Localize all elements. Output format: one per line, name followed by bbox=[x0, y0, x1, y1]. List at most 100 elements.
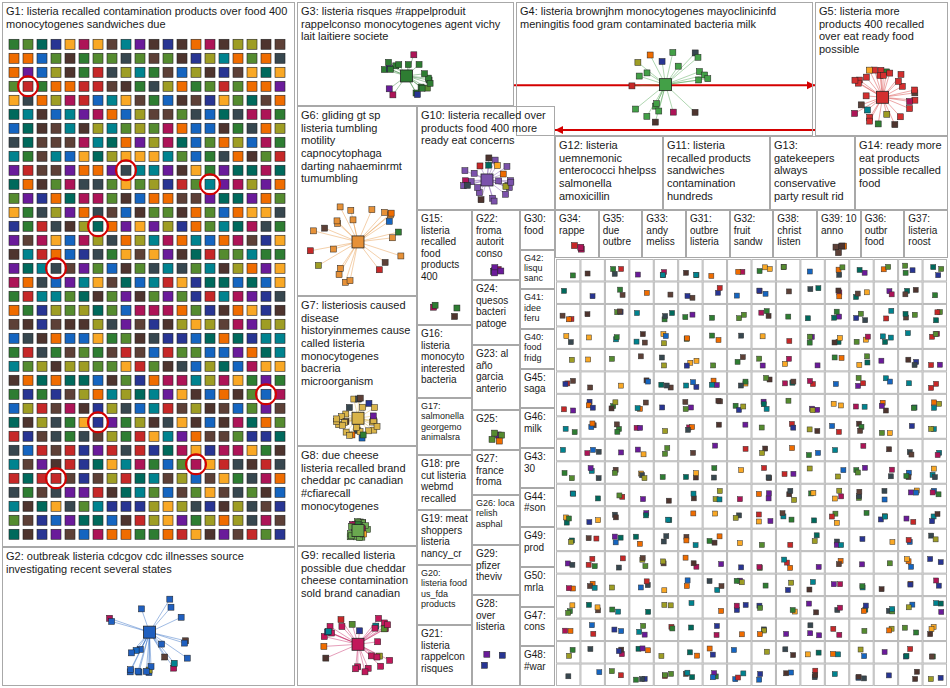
mini-group-box bbox=[581, 597, 604, 618]
vertex-icon bbox=[588, 385, 593, 390]
vertex-icon bbox=[79, 123, 89, 133]
mini-group-box bbox=[752, 439, 775, 460]
mini-group-box bbox=[776, 349, 799, 370]
mini-group-box bbox=[728, 349, 751, 370]
vertex-icon bbox=[233, 39, 243, 49]
vertex-icon bbox=[65, 291, 75, 301]
vertex-icon bbox=[757, 289, 762, 294]
vertex-icon bbox=[743, 602, 748, 607]
vertex-icon bbox=[852, 110, 858, 116]
mini-group-box bbox=[630, 417, 653, 438]
vertex-icon bbox=[880, 72, 886, 78]
hub-vertex bbox=[352, 236, 364, 248]
vertex-icon bbox=[668, 603, 673, 608]
vertex-icon bbox=[233, 459, 243, 469]
vertex-icon bbox=[219, 95, 229, 105]
vertex-icon bbox=[135, 263, 145, 273]
vertex-icon bbox=[666, 517, 671, 522]
mini-group-box bbox=[874, 417, 897, 438]
mini-group-box bbox=[581, 372, 604, 393]
vertex-icon bbox=[163, 515, 173, 525]
vertex-icon bbox=[261, 207, 271, 217]
vertex-icon bbox=[167, 596, 173, 602]
vertex-icon bbox=[177, 473, 187, 483]
vertex-icon bbox=[9, 221, 19, 231]
vertex-icon bbox=[707, 538, 712, 543]
vertex-icon bbox=[411, 52, 417, 58]
vertex-icon bbox=[65, 95, 75, 105]
mini-group-box bbox=[703, 260, 726, 281]
vertex-icon bbox=[904, 474, 909, 479]
vertex-icon bbox=[766, 491, 771, 496]
vertex-icon bbox=[163, 207, 173, 217]
vertex-icon bbox=[862, 404, 867, 409]
vertex-icon bbox=[37, 319, 47, 329]
vertex-icon bbox=[121, 361, 131, 371]
vertex-icon bbox=[93, 95, 103, 105]
mini-group-box bbox=[825, 462, 848, 483]
vertex-icon bbox=[935, 453, 940, 458]
vertex-icon bbox=[767, 267, 772, 272]
vertex-icon bbox=[191, 53, 201, 63]
mini-group-box bbox=[654, 664, 677, 685]
vertex-icon bbox=[741, 671, 746, 676]
group-network bbox=[3, 3, 295, 547]
vertex-icon bbox=[572, 430, 577, 435]
vertex-icon bbox=[163, 375, 173, 385]
mini-group-box bbox=[630, 349, 653, 370]
mini-group-box bbox=[776, 439, 799, 460]
vertex-icon bbox=[261, 529, 271, 539]
mini-group-box bbox=[923, 304, 946, 325]
vertex-icon bbox=[883, 408, 888, 413]
vertex-icon bbox=[642, 476, 647, 481]
mini-group-box bbox=[850, 484, 873, 505]
vertex-icon bbox=[640, 556, 645, 561]
mini-group-box bbox=[728, 439, 751, 460]
mini-group-box bbox=[825, 327, 848, 348]
vertex-icon bbox=[135, 668, 141, 674]
vertex-icon bbox=[247, 207, 257, 217]
mini-group-box bbox=[630, 597, 653, 618]
vertex-icon bbox=[261, 431, 271, 441]
vertex-icon bbox=[683, 474, 688, 479]
mini-group-box bbox=[654, 619, 677, 640]
vertex-icon bbox=[37, 249, 47, 259]
vertex-icon bbox=[275, 487, 285, 497]
vertex-icon bbox=[938, 675, 943, 680]
mini-group-box bbox=[605, 664, 628, 685]
vertex-icon bbox=[807, 340, 812, 345]
vertex-icon bbox=[275, 319, 285, 329]
vertex-icon bbox=[563, 426, 568, 431]
vertex-icon bbox=[51, 529, 61, 539]
vertex-icon bbox=[205, 487, 215, 497]
vertex-icon bbox=[830, 423, 835, 428]
vertex-icon bbox=[275, 235, 285, 245]
vertex-icon bbox=[37, 515, 47, 525]
vertex-icon bbox=[382, 209, 388, 215]
vertex-icon bbox=[149, 319, 159, 329]
mini-group-box bbox=[654, 462, 677, 483]
mini-group-box bbox=[850, 394, 873, 415]
vertex-icon bbox=[567, 653, 572, 658]
vertex-icon bbox=[219, 319, 229, 329]
vertex-icon bbox=[233, 417, 243, 427]
vertex-icon bbox=[865, 360, 870, 365]
vertex-icon bbox=[37, 347, 47, 357]
vertex-icon bbox=[219, 165, 229, 175]
vertex-icon bbox=[107, 375, 117, 385]
vertex-icon bbox=[23, 361, 33, 371]
vertex-icon bbox=[660, 475, 665, 480]
vertex-icon bbox=[366, 400, 372, 406]
vertex-icon bbox=[840, 265, 845, 270]
vertex-icon bbox=[737, 497, 742, 502]
vertex-icon bbox=[768, 519, 773, 524]
mini-group-box bbox=[874, 664, 897, 685]
vertex-icon bbox=[390, 92, 396, 98]
vertex-icon bbox=[219, 81, 229, 91]
vertex-icon bbox=[395, 229, 401, 235]
group-box: G1: listeria recalled contamination prod… bbox=[2, 2, 295, 547]
mini-group-box bbox=[825, 574, 848, 595]
vertex-icon bbox=[814, 610, 819, 615]
vertex-icon bbox=[275, 291, 285, 301]
vertex-icon bbox=[177, 361, 187, 371]
